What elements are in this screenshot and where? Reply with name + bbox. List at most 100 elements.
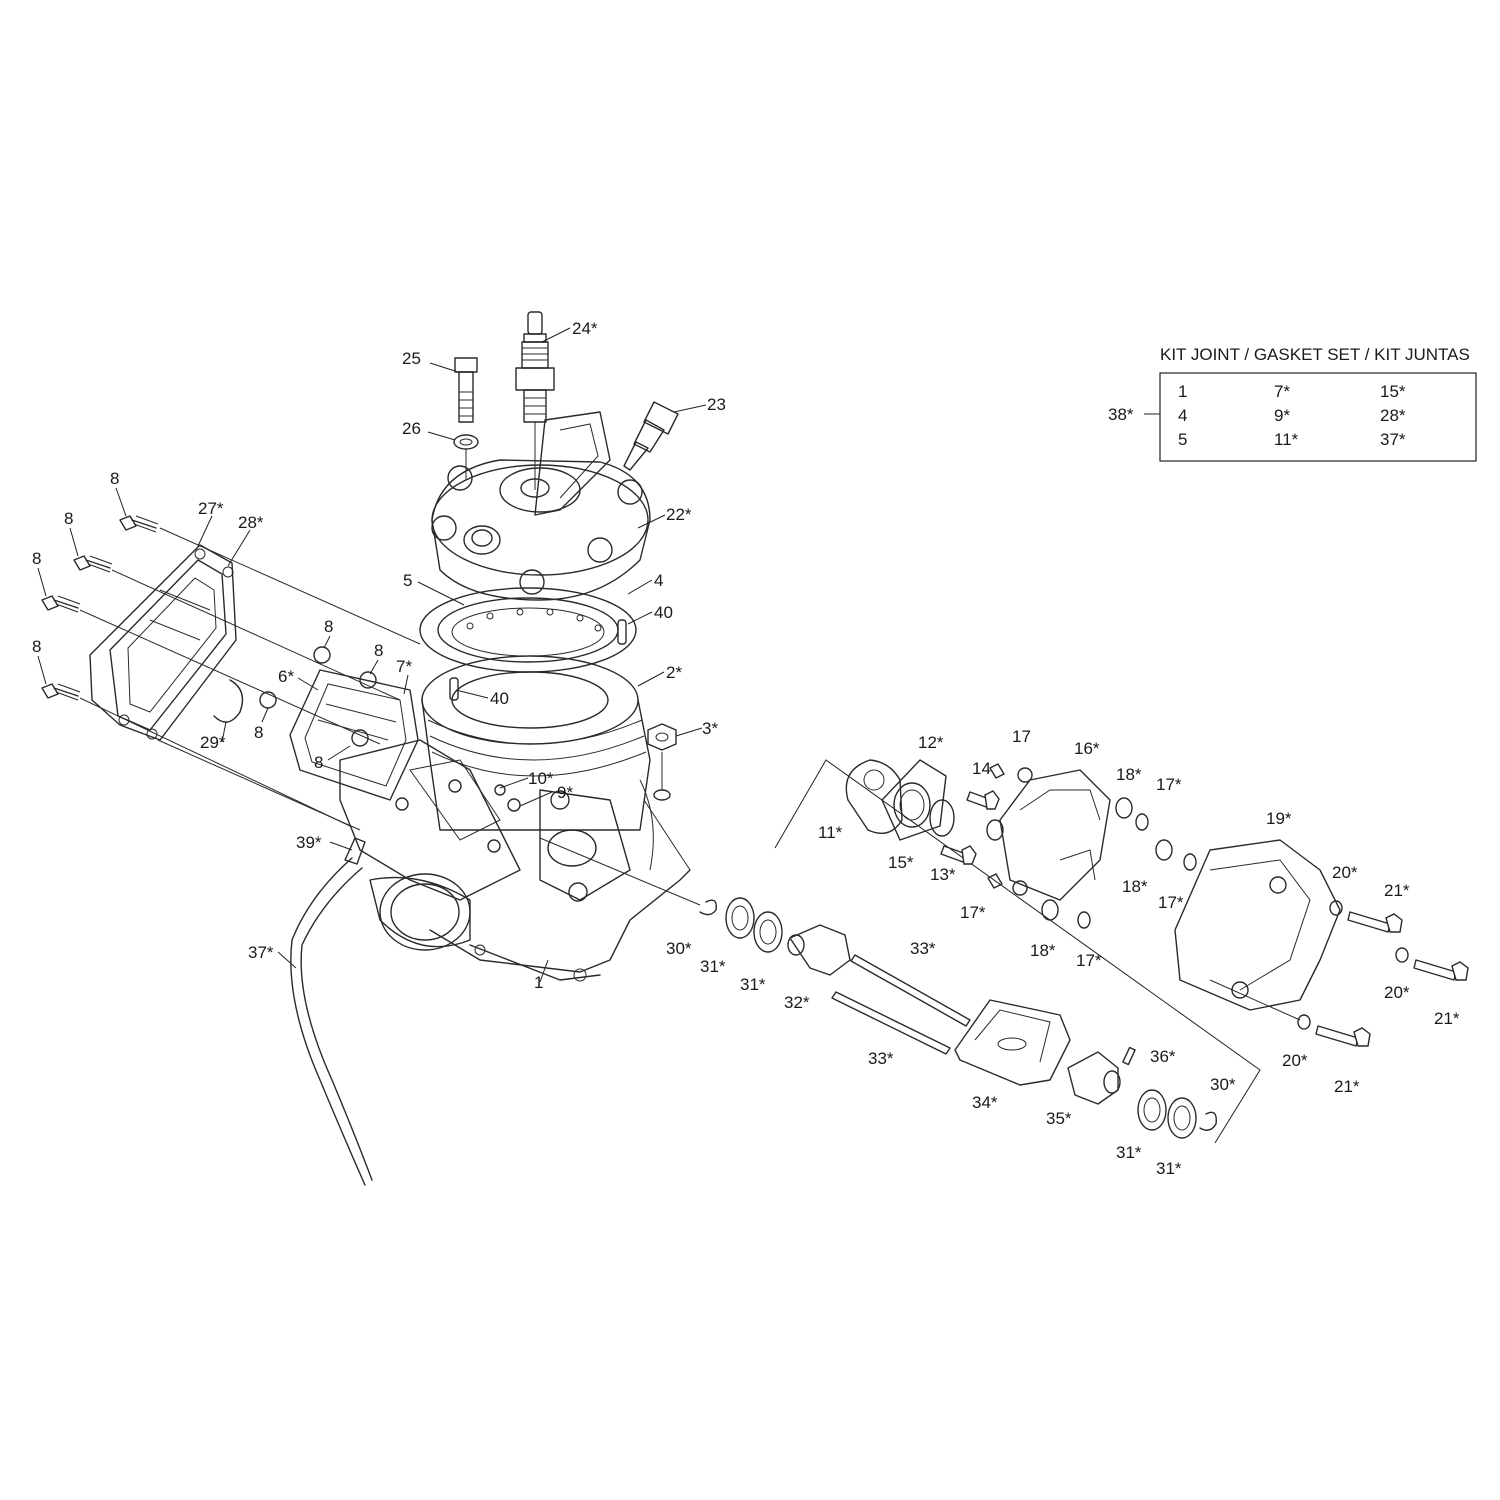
callout-2: 2* xyxy=(666,663,682,682)
kit-cell: 15* xyxy=(1380,382,1406,401)
callout-7: 7* xyxy=(396,657,412,676)
callout-17d: 17* xyxy=(960,903,986,922)
callout-8h: 8 xyxy=(314,753,323,772)
callout-23: 23 xyxy=(707,395,726,414)
callout-31d: 31* xyxy=(1156,1159,1182,1178)
callout-21c: 21* xyxy=(1334,1077,1360,1096)
callout-18c: 18* xyxy=(1030,941,1056,960)
bearing-31a xyxy=(725,897,755,939)
manifold-bolts xyxy=(41,515,159,701)
callout-9: 9* xyxy=(557,783,573,802)
reed-valve-group xyxy=(41,515,419,801)
valve-slide xyxy=(954,999,1071,1086)
callout-8b: 8 xyxy=(64,509,73,528)
callout-17b: 17* xyxy=(1156,775,1182,794)
bolt-13 xyxy=(940,845,967,863)
kit-cell: 28* xyxy=(1380,406,1406,425)
nut xyxy=(647,723,677,751)
callout-35: 35* xyxy=(1046,1109,1072,1128)
callout-8a: 8 xyxy=(110,469,119,488)
callout-labels: 24* 25 23 26 22* 5 4 40 2* 40 3* 10* 9* … xyxy=(32,319,1460,1178)
circlip-30b xyxy=(1199,1111,1217,1131)
pv-gasket xyxy=(845,759,903,834)
callout-14: 14 xyxy=(972,759,991,778)
clip xyxy=(213,679,244,723)
bushes xyxy=(987,763,1197,929)
bearing-31b xyxy=(753,911,783,953)
callout-18a: 18* xyxy=(1116,765,1142,784)
callout-22: 22* xyxy=(666,505,692,524)
callout-11: 11* xyxy=(818,823,843,842)
callout-20b: 20* xyxy=(1384,983,1410,1002)
rod-33a xyxy=(850,954,971,1027)
callout-8g: 8 xyxy=(254,723,263,742)
cylinder xyxy=(339,655,691,951)
callout-18b: 18* xyxy=(1122,877,1148,896)
circlip-30 xyxy=(699,899,717,916)
temperature-sensor xyxy=(623,401,679,471)
callout-33b: 33* xyxy=(868,1049,894,1068)
callout-31a: 31* xyxy=(700,957,726,976)
callout-20c: 20* xyxy=(1282,1051,1308,1070)
callout-40b: 40 xyxy=(490,689,509,708)
callout-24: 24* xyxy=(572,319,598,338)
callout-25: 25 xyxy=(402,349,421,368)
kit-cell: 7* xyxy=(1274,382,1290,401)
callout-17a: 17 xyxy=(1012,727,1031,746)
kit-cell: 37* xyxy=(1380,430,1406,449)
callout-15: 15* xyxy=(888,853,914,872)
kit-cell: 11* xyxy=(1274,430,1299,449)
kit-title: KIT JOINT / GASKET SET / KIT JUNTAS xyxy=(1160,345,1470,364)
cover-bolts xyxy=(1297,900,1469,1047)
pin-36 xyxy=(1122,1046,1136,1066)
valve-35 xyxy=(1067,1051,1119,1105)
callout-36: 36* xyxy=(1150,1047,1176,1066)
actuator-housing xyxy=(999,769,1111,901)
dowel-pin-2 xyxy=(449,677,459,701)
callout-8d: 8 xyxy=(32,637,41,656)
pv-cover xyxy=(1174,839,1341,1011)
callout-5: 5 xyxy=(403,571,412,590)
kit-cell: 4 xyxy=(1178,406,1187,425)
callout-16: 16* xyxy=(1074,739,1100,758)
vent-hose xyxy=(290,857,366,1186)
callout-26: 26 xyxy=(402,419,421,438)
callout-17c: 17* xyxy=(1158,893,1184,912)
pv-flange xyxy=(881,759,947,841)
spark-plug xyxy=(515,311,555,423)
callout-8c: 8 xyxy=(32,549,41,568)
gasket-kit-table: KIT JOINT / GASKET SET / KIT JUNTAS 38* … xyxy=(1108,345,1477,462)
callout-28: 28* xyxy=(238,513,264,532)
intake-manifold xyxy=(89,544,237,741)
callout-34: 34* xyxy=(972,1093,998,1112)
callout-31b: 31* xyxy=(740,975,766,994)
callout-27: 27* xyxy=(198,499,224,518)
base-gasket xyxy=(429,869,691,973)
callout-1: 1 xyxy=(534,973,543,992)
callout-8e: 8 xyxy=(324,617,333,636)
callout-20a: 20* xyxy=(1332,863,1358,882)
callout-6: 6* xyxy=(278,667,294,686)
callout-17e: 17* xyxy=(1076,951,1102,970)
valve-32 xyxy=(789,924,851,976)
callout-33a: 33* xyxy=(910,939,936,958)
callout-40a: 40 xyxy=(654,603,673,622)
callout-21a: 21* xyxy=(1384,881,1410,900)
cylinder-head xyxy=(431,411,651,601)
callout-32: 32* xyxy=(784,993,810,1012)
callout-21b: 21* xyxy=(1434,1009,1460,1028)
power-valve-group xyxy=(699,759,1469,1144)
callout-8f: 8 xyxy=(374,641,383,660)
callout-13: 13* xyxy=(930,865,956,884)
callout-3: 3* xyxy=(702,719,718,738)
callout-12: 12* xyxy=(918,733,944,752)
callout-29: 29* xyxy=(200,733,226,752)
hose-fitting xyxy=(344,837,366,865)
callout-30a: 30* xyxy=(666,939,692,958)
callout-19: 19* xyxy=(1266,809,1292,828)
rod-33b xyxy=(831,991,951,1055)
callout-30b: 30* xyxy=(1210,1075,1236,1094)
head-bolt xyxy=(454,357,478,423)
callout-31c: 31* xyxy=(1116,1143,1142,1162)
